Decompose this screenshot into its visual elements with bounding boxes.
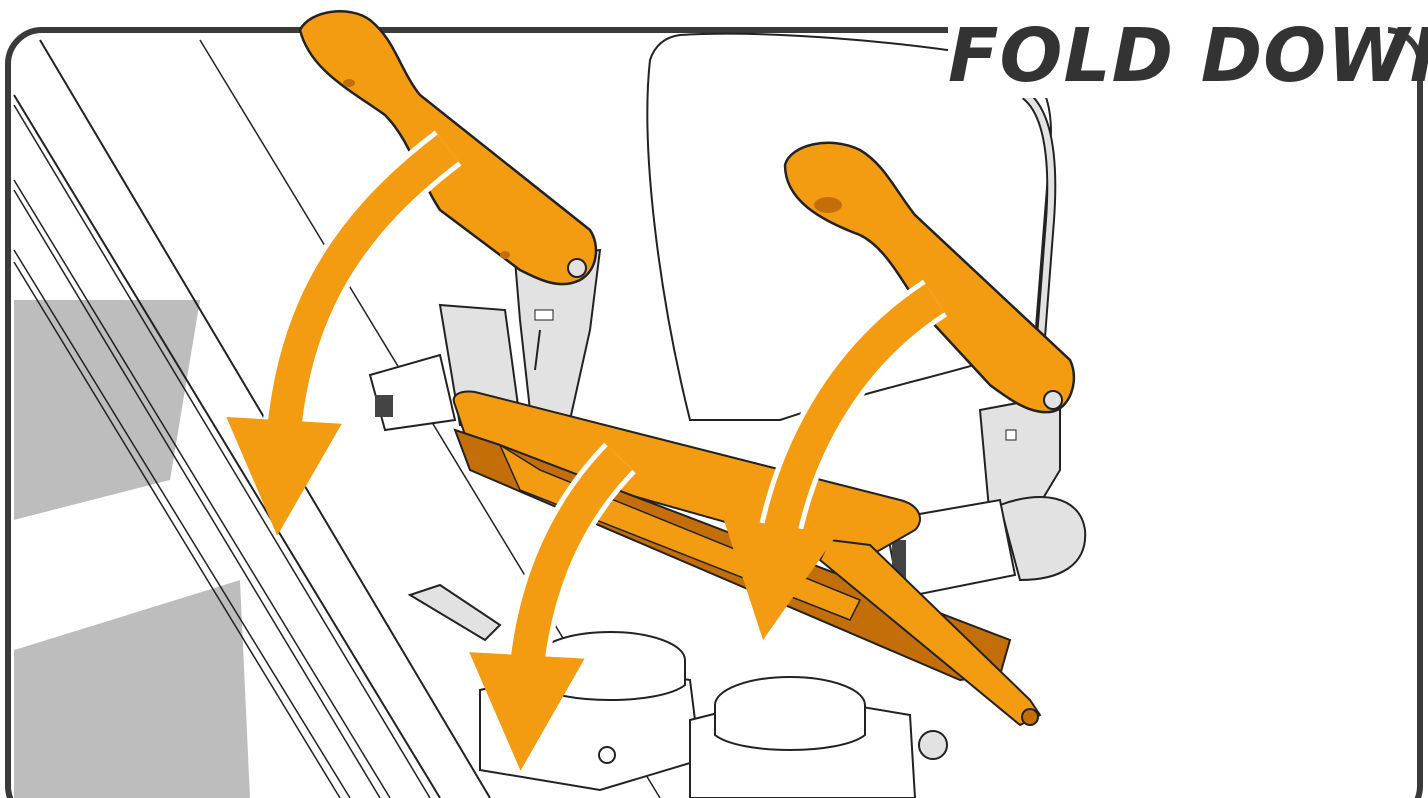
fold-arrows: [226, 130, 948, 771]
left-armrest: [298, 10, 598, 286]
fold-arrow-icon: [722, 283, 945, 641]
stair-rail: [13, 39, 661, 798]
fold-arrow-icon: [226, 134, 459, 536]
right-armrest: [783, 141, 1076, 414]
fold-arrow-icon: [469, 446, 633, 771]
page-title: FOLD DOWN: [948, 13, 1428, 99]
frame-border: [5, 27, 1423, 798]
